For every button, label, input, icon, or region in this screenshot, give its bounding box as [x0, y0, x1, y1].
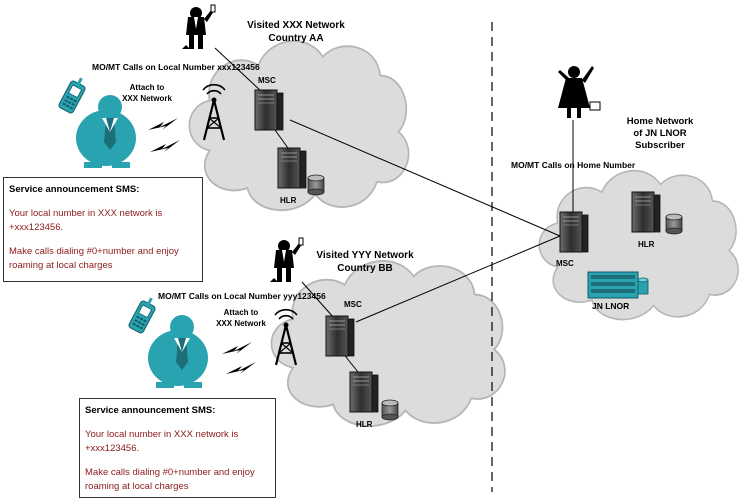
sms-line: +xxx123456. [9, 222, 64, 233]
visited-aa-msc-label: MSC [258, 76, 276, 85]
line-aa-msc-home-msc [289, 119, 561, 237]
sms-line: roaming at local charges [85, 481, 189, 492]
visited-aa-network-label: Visited XXX Network [247, 20, 345, 31]
server-icon [254, 89, 284, 131]
sms-line: roaming at local charges [9, 260, 113, 271]
visited-bb-attach-label: Attach to XXX Network [206, 307, 276, 329]
home-person-icon [557, 65, 601, 119]
visited-bb-country-label: Country BB [337, 263, 393, 274]
phone-icon [127, 294, 160, 335]
line-aa-msc-hlr [274, 129, 289, 149]
server-icon [349, 371, 379, 413]
database-icon [381, 399, 399, 421]
visited-aa-hlr-label: HLR [280, 196, 297, 205]
server-icon [631, 191, 661, 233]
server-icon [325, 315, 355, 357]
home-label-line-3: Subscriber [635, 140, 685, 151]
phone-icon [57, 74, 90, 115]
line-person-aa-msc [214, 47, 263, 93]
sms-box-visited-aa: Service announcement SMS: Your local num… [3, 177, 203, 282]
line-bb-msc-home-msc [355, 235, 561, 323]
database-icon [665, 213, 683, 235]
attach-line-1: Attach to [129, 83, 165, 92]
jn-lnor-label: JN LNOR [592, 301, 630, 311]
sms-line: +xxx123456. [85, 443, 140, 454]
attach-line-2: XXX Network [216, 319, 266, 328]
person-icon [181, 4, 216, 50]
server-icon [559, 211, 589, 253]
database-icon [307, 174, 325, 196]
sms-line: Make calls dialing #0+number and enjoy [85, 467, 255, 478]
subscriber-icon [76, 95, 136, 168]
lightning-icon [150, 140, 180, 152]
sms-title: Service announcement SMS: [85, 405, 216, 416]
home-msc-label: MSC [556, 259, 574, 268]
line-person-bb-msc [301, 281, 335, 319]
sms-line: Make calls dialing #0+number and enjoy [9, 246, 179, 257]
lightning-icon [226, 362, 256, 374]
jn-lnor-node-icon [587, 271, 649, 299]
lightning-icon [148, 118, 178, 130]
sms-line: Your local number in XXX network is [9, 208, 163, 219]
person-icon [269, 237, 304, 283]
home-calls-label: MO/MT Calls on Home Number [511, 160, 636, 170]
visited-aa-attach-label: Attach to XXX Network [112, 82, 182, 104]
home-label-line-1: Home Network [626, 116, 694, 127]
sms-box-visited-bb: Service announcement SMS: Your local num… [79, 398, 276, 498]
lightning-icon [222, 342, 252, 354]
attach-line-2: XXX Network [122, 94, 172, 103]
sms-title: Service announcement SMS: [9, 184, 140, 195]
attach-line-1: Attach to [223, 308, 259, 317]
visited-aa-country-label: Country AA [268, 33, 324, 44]
visited-bb-hlr-label: HLR [356, 420, 373, 429]
home-label-line-2: of JN LNOR [633, 128, 687, 139]
subscriber-icon [148, 315, 208, 388]
home-network-label: Home Network of JN LNOR Subscriber [605, 116, 715, 152]
server-icon [277, 147, 307, 189]
visited-aa-calls-label: MO/MT Calls on Local Number xxx123456 [92, 62, 260, 72]
connection-lines [214, 47, 574, 373]
visited-bb-msc-label: MSC [344, 300, 362, 309]
visited-bb-calls-label: MO/MT Calls on Local Number yyy123456 [158, 291, 326, 301]
sms-line: Your local number in XXX network is [85, 429, 239, 440]
visited-bb-network-label: Visited YYY Network [316, 250, 414, 261]
home-hlr-label: HLR [638, 240, 655, 249]
